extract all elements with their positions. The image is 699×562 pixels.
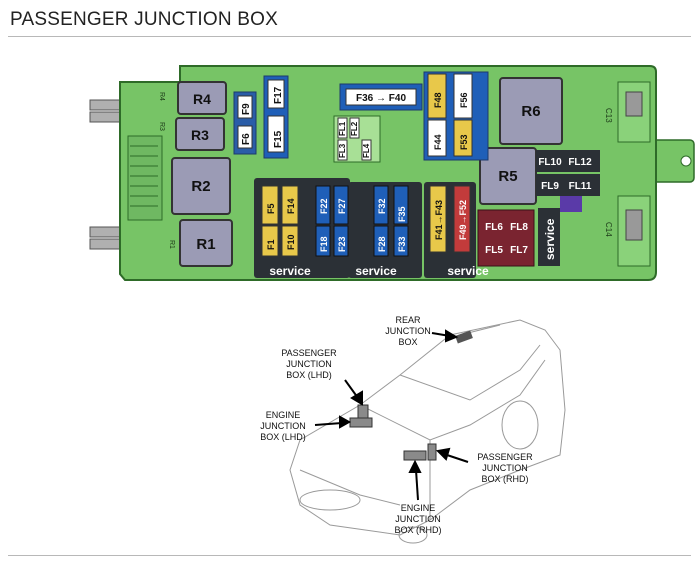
label-engine-lhd-1: ENGINE — [266, 410, 301, 420]
fuse-fl2: FL2 — [350, 121, 359, 136]
fuse-fl12: FL12 — [568, 157, 592, 168]
label-pass-rhd-3: BOX (RHD) — [482, 474, 529, 484]
fuse-fl6: FL6 — [485, 222, 503, 233]
junction-box-board: R4 R3 R2 R1 R6 R5 R4 R3 R1 C13 C14 F9 F6… — [89, 65, 695, 281]
fuse-f41-f43: F41→F43 — [434, 200, 444, 240]
fuse-f35: F35 — [397, 206, 407, 222]
fuse-fl10: FL10 — [538, 157, 562, 168]
relay-r5: R5 — [498, 168, 517, 185]
fuse-fl8: FL8 — [510, 222, 528, 233]
label-pass-rhd-2: JUNCTION — [482, 463, 528, 473]
service-label-1: service — [269, 264, 311, 278]
fuse-f49-f52: F49→F52 — [458, 200, 468, 240]
label-pass-lhd-3: BOX (LHD) — [286, 370, 332, 380]
label-engine-lhd-2: JUNCTION — [260, 421, 306, 431]
relay-r2: R2 — [191, 178, 210, 195]
relay-r6: R6 — [521, 103, 540, 120]
fuse-fl1: FL1 — [338, 121, 347, 136]
label-rear-jb-2: JUNCTION — [385, 326, 431, 336]
label-pass-lhd-1: PASSENGER — [281, 348, 337, 358]
label-engine-rhd-2: JUNCTION — [395, 514, 441, 524]
fuse-f48: F48 — [433, 92, 443, 108]
car-markers — [349, 330, 473, 461]
fuse-f5: F5 — [266, 203, 276, 214]
relay-r1: R1 — [196, 236, 215, 253]
fuse-f27: F27 — [337, 198, 347, 214]
label-rear-jb-1: REAR — [395, 315, 421, 325]
service-label-2: service — [355, 264, 397, 278]
label-engine-lhd-3: BOX (LHD) — [260, 432, 306, 442]
fuse-fl5: FL5 — [485, 245, 503, 256]
fuse-f32: F32 — [377, 198, 387, 214]
label-pass-rhd-1: PASSENGER — [477, 452, 533, 462]
fuse-f10: F10 — [286, 234, 296, 250]
car-illustration — [289, 319, 566, 544]
board-label-r4: R4 — [158, 92, 165, 101]
fuse-fl4: FL4 — [362, 143, 371, 158]
fuse-f33: F33 — [397, 236, 407, 252]
fuse-f36-f40: F36 → F40 — [356, 93, 406, 104]
relay-r4: R4 — [193, 91, 211, 107]
fuse-f6: F6 — [241, 133, 252, 145]
fuse-fl11: FL11 — [569, 181, 592, 192]
label-rear-jb-3: BOX — [398, 337, 417, 347]
fuse-f14: F14 — [286, 198, 296, 214]
fuse-f17: F17 — [273, 86, 284, 104]
fuse-f15: F15 — [273, 130, 284, 148]
page-title: PASSENGER JUNCTION BOX — [10, 9, 278, 30]
fuse-f23: F23 — [337, 236, 347, 252]
label-engine-rhd-3: BOX (RHD) — [395, 525, 442, 535]
fuse-f28: F28 — [377, 236, 387, 252]
fuse-f53: F53 — [459, 134, 469, 150]
bottom-divider — [8, 555, 691, 556]
fuse-f22: F22 — [319, 198, 329, 214]
car-arrows — [314, 329, 469, 501]
service-label-3: service — [447, 264, 489, 278]
label-pass-lhd-2: JUNCTION — [286, 359, 332, 369]
board-label-r3: R3 — [158, 122, 165, 131]
fuse-f44: F44 — [433, 134, 443, 150]
service-label-vertical: service — [543, 218, 557, 260]
fuse-f9: F9 — [241, 103, 252, 115]
fuse-f18: F18 — [319, 236, 329, 252]
fuse-f1: F1 — [266, 239, 276, 250]
fuse-f56: F56 — [459, 92, 469, 108]
board-label-r1: R1 — [168, 240, 175, 249]
connector-c14: C14 — [604, 222, 613, 237]
fuse-fl7: FL7 — [510, 245, 528, 256]
title-divider — [8, 36, 691, 37]
connector-c13: C13 — [604, 108, 613, 123]
fuse-fl9: FL9 — [541, 181, 559, 192]
label-engine-rhd-1: ENGINE — [401, 503, 436, 513]
fuse-fl3: FL3 — [338, 143, 347, 158]
relay-r3: R3 — [191, 127, 209, 143]
